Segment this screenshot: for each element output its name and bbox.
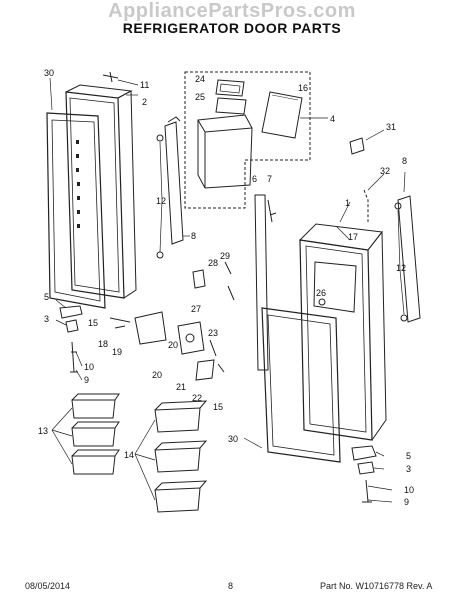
callout-17: 17	[348, 232, 358, 242]
callout-15-center: 15	[213, 402, 223, 412]
callout-8-right: 8	[402, 156, 407, 166]
right-door-handle	[397, 195, 421, 323]
callout-32: 32	[380, 166, 390, 176]
leader-lines	[49, 77, 406, 503]
left-door-shelf-dots	[76, 140, 80, 228]
callout-16: 16	[298, 83, 308, 93]
callout-24: 24	[195, 74, 205, 84]
left-door-bins	[71, 393, 120, 475]
callout-20-b: 20	[152, 370, 162, 380]
callout-18: 18	[98, 339, 108, 349]
left-door-gasket	[46, 112, 106, 309]
callout-30-left: 30	[44, 68, 54, 78]
callout-15-left: 15	[88, 318, 98, 328]
callout-21: 21	[176, 382, 186, 392]
callout-9-left: 9	[84, 375, 89, 385]
callout-12-left: 12	[156, 196, 166, 206]
callout-1: 1	[345, 198, 350, 208]
callout-4: 4	[330, 114, 335, 124]
page-title: REFRIGERATOR DOOR PARTS	[122, 20, 342, 36]
callout-6: 6	[252, 174, 257, 184]
footer-part-number: Part No. W10716778 Rev. A	[320, 581, 433, 591]
callout-7: 7	[267, 174, 272, 184]
footer-page-number: 8	[228, 581, 234, 591]
callout-30-right: 30	[228, 434, 238, 444]
callout-28: 28	[208, 258, 218, 268]
callout-5-left: 5	[44, 292, 49, 302]
callout-2: 2	[142, 97, 147, 107]
callout-13: 13	[38, 426, 48, 436]
callout-27: 27	[191, 304, 201, 314]
footer-date: 08/05/2014	[25, 581, 71, 591]
callout-14: 14	[124, 450, 134, 460]
right-door-gasket	[261, 307, 341, 463]
left-door-assembly	[46, 71, 184, 373]
left-hinge	[59, 305, 83, 319]
callout-25: 25	[195, 92, 205, 102]
center-door-bins	[154, 400, 208, 513]
callout-10-right: 10	[404, 485, 414, 495]
callout-26: 26	[316, 288, 326, 298]
callout-29: 29	[220, 251, 230, 261]
callout-12-right: 12	[396, 263, 406, 273]
callout-5-right: 5	[406, 451, 411, 461]
dispenser-dashed-box	[184, 71, 311, 209]
callout-8-left: 8	[191, 231, 196, 241]
callout-3-left: 3	[44, 314, 49, 324]
callout-11: 11	[140, 80, 149, 90]
callout-3-right: 3	[406, 464, 411, 474]
watermark: AppliancePartsPros.com	[108, 0, 356, 22]
right-door-assembly	[261, 137, 421, 503]
callout-10-left: 10	[84, 362, 94, 372]
callout-22: 22	[192, 393, 202, 403]
callout-19: 19	[112, 347, 122, 357]
callout-9-right: 9	[404, 497, 409, 507]
left-door-handle	[164, 121, 184, 245]
callout-labels: 30 11 2 12 8 24 25 16 4 31 8 32 6 7 1 17…	[38, 68, 414, 507]
center-hinge-parts	[109, 194, 277, 381]
callout-20-a: 20	[168, 340, 178, 350]
callout-23: 23	[208, 328, 218, 338]
left-top-screw	[102, 71, 119, 83]
callout-31: 31	[386, 122, 396, 132]
dispenser-module	[184, 71, 311, 209]
